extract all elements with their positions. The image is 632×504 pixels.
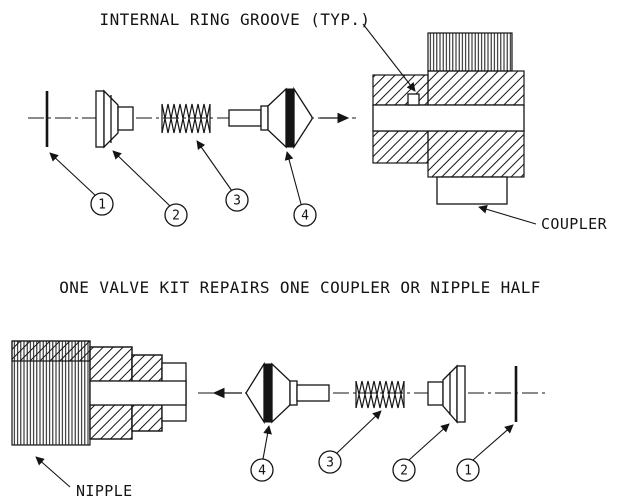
nipple-section-view: [11, 340, 187, 446]
callout-balloon-1-top: 1: [90, 192, 114, 216]
assembly-arrow-left-icon: [212, 387, 242, 399]
part-spring-bottom: [355, 380, 405, 409]
callout-leader-4-bottom: [262, 425, 272, 460]
internal-ring-groove: [407, 93, 420, 106]
kit-note: ONE VALVE KIT REPAIRS ONE COUPLER OR NIP…: [59, 278, 541, 297]
callout-leader-4-top: [284, 151, 302, 205]
coupler-section-view: [372, 32, 525, 205]
nipple-label: NIPPLE: [76, 482, 133, 500]
callout-balloon-3-bottom: 3: [318, 450, 342, 474]
part-spring-top: [161, 103, 211, 134]
ring-groove-leader: [362, 23, 416, 92]
callout-leader-2-top: [112, 150, 171, 207]
coupler-label: COUPLER: [541, 215, 608, 233]
callout-balloon-2-bottom: 2: [392, 458, 416, 482]
callout-balloon-4-top: 4: [293, 203, 317, 227]
coupler-bore: [372, 104, 525, 132]
coupler-leader: [478, 205, 537, 225]
part-poppet-top: [95, 89, 134, 149]
nipple-leader: [35, 456, 71, 488]
callout-leader-2-bottom: [408, 423, 450, 461]
callout-number: 1: [464, 464, 472, 479]
callout-leader-1-top: [49, 152, 97, 197]
part-poppet-bottom: [427, 364, 466, 424]
callout-number: 2: [400, 464, 408, 479]
callout-balloon-1-bottom: 1: [456, 458, 480, 482]
callout-number: 3: [233, 194, 241, 209]
callout-leader-3-bottom: [335, 410, 382, 455]
callout-leader-3-top: [196, 140, 233, 192]
part-valve-bottom: [245, 361, 330, 425]
callout-number: 1: [98, 198, 106, 213]
coupler-knurled-sleeve: [427, 32, 513, 72]
part-valve-top: [228, 86, 313, 150]
callout-number: 3: [326, 456, 334, 471]
callout-number: 4: [301, 209, 309, 224]
coupler-lower-port: [436, 176, 508, 205]
callout-balloon-2-top: 2: [164, 203, 188, 227]
callout-number: 4: [258, 464, 266, 479]
internal-ring-groove-note: INTERNAL RING GROOVE (TYP.): [100, 10, 371, 29]
nipple-bore: [89, 380, 187, 406]
assembly-arrow-right-icon: [320, 112, 350, 124]
callout-leader-1-bottom: [472, 424, 514, 461]
callout-number: 2: [172, 209, 180, 224]
callout-balloon-4-bottom: 4: [250, 458, 274, 482]
callout-balloon-3-top: 3: [225, 188, 249, 212]
